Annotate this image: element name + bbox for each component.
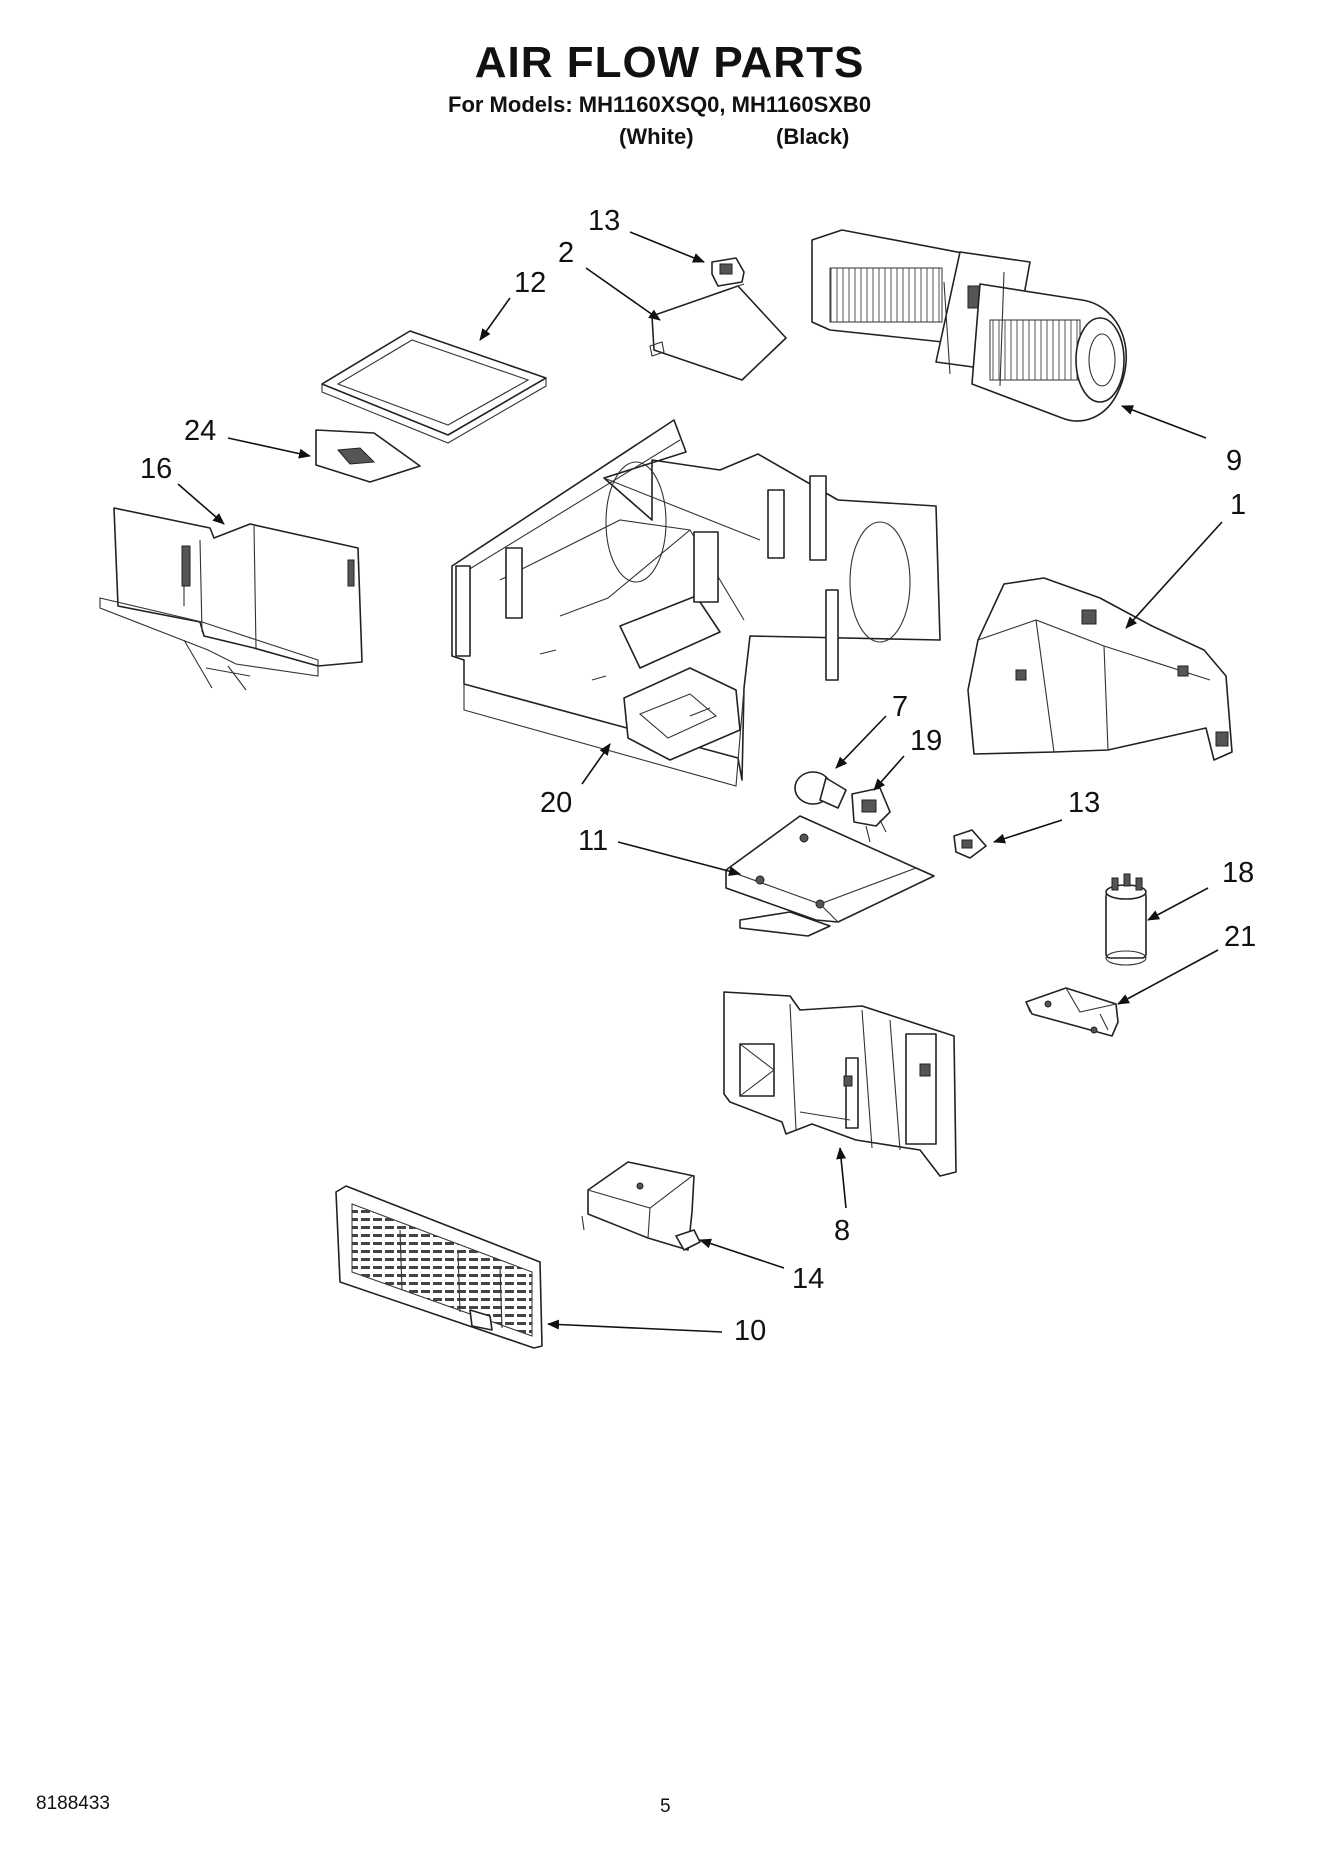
leader-9: 9 xyxy=(1121,405,1242,477)
callout-18: 18 xyxy=(1222,857,1254,889)
document-number: 8188433 xyxy=(36,1793,110,1814)
part-13-switch-mid xyxy=(953,829,987,859)
page-number: 5 xyxy=(660,1796,671,1817)
part-13-switch-top xyxy=(711,257,745,287)
part-14-small-hood xyxy=(581,1161,701,1251)
leader-13-top: 13 xyxy=(588,205,705,263)
callout-9: 9 xyxy=(1226,445,1242,477)
callout-10: 10 xyxy=(734,1315,766,1347)
part-12-filter-frame xyxy=(321,330,547,444)
leader-8: 8 xyxy=(834,1147,850,1247)
leader-13-mid: 13 xyxy=(993,787,1100,844)
leader-12: 12 xyxy=(479,267,546,341)
leader-14: 14 xyxy=(699,1238,824,1295)
leader-7: 7 xyxy=(835,691,908,769)
part-10-vent-grille xyxy=(335,1185,543,1349)
part-18-capacitor xyxy=(1105,873,1147,966)
page-title: AIR FLOW PARTS xyxy=(474,38,865,87)
leader-2: 2 xyxy=(558,237,661,321)
leader-1: 1 xyxy=(1125,489,1246,629)
callout-11: 11 xyxy=(578,825,608,857)
callout-13-mid: 13 xyxy=(1068,787,1100,819)
part-24-label-plate xyxy=(315,429,421,483)
callout-2: 2 xyxy=(558,237,574,269)
leader-11: 11 xyxy=(578,825,741,877)
callout-19: 19 xyxy=(910,725,942,757)
part-11-shield-plate xyxy=(725,815,935,937)
leader-21: 21 xyxy=(1117,921,1256,1005)
callout-14: 14 xyxy=(792,1263,824,1295)
callout-7: 7 xyxy=(892,691,908,723)
variant-black-label: (Black) xyxy=(776,124,850,149)
leader-24: 24 xyxy=(184,415,311,459)
callout-13-top: 13 xyxy=(588,205,620,237)
variant-white-label: (White) xyxy=(619,124,694,149)
callout-1: 1 xyxy=(1230,489,1246,521)
part-8-rear-duct-panel xyxy=(723,991,957,1177)
part-19-socket xyxy=(851,787,891,843)
leader-18: 18 xyxy=(1147,857,1254,921)
callout-20: 20 xyxy=(540,787,572,819)
callout-21: 21 xyxy=(1224,921,1256,953)
part-20-main-housing xyxy=(451,419,941,787)
leader-10: 10 xyxy=(547,1315,766,1347)
models-line: For Models: MH1160XSQ0, MH1160SXB0 xyxy=(448,92,872,117)
part-7-bulb xyxy=(794,771,847,809)
callout-24: 24 xyxy=(184,415,216,447)
leader-20: 20 xyxy=(540,743,611,819)
part-1-vent-duct xyxy=(967,577,1233,761)
part-2-plate xyxy=(649,283,787,381)
leader-16: 16 xyxy=(140,453,225,525)
leader-19: 19 xyxy=(873,725,942,791)
part-16-left-duct xyxy=(99,507,363,691)
callout-16: 16 xyxy=(140,453,172,485)
callout-12: 12 xyxy=(514,267,546,299)
part-21-bracket xyxy=(1025,987,1119,1037)
callout-8: 8 xyxy=(834,1215,850,1247)
part-9-blower-assembly xyxy=(811,229,1127,422)
